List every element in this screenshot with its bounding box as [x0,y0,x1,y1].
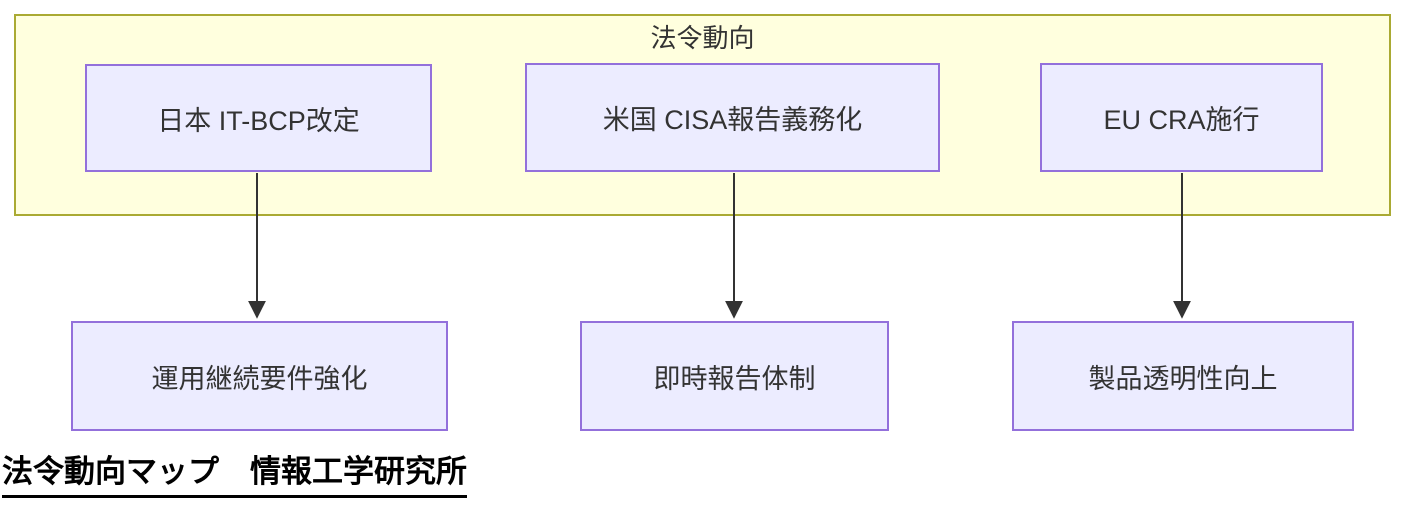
node-label: 運用継続要件強化 [151,363,368,394]
node-immediate-reporting: 即時報告体制 [580,321,889,431]
node-us-cisa-reporting: 米国 CISA報告義務化 [525,63,940,172]
node-eu-cra: EU CRA施行 [1040,63,1323,172]
node-label: 米国 CISA報告義務化 [602,105,863,135]
node-label: 即時報告体制 [653,363,816,394]
cluster-title: 法令動向 [650,23,755,53]
diagram-caption: 法令動向マップ 情報工学研究所 [2,452,467,498]
node-label: 製品透明性向上 [1088,363,1278,394]
node-product-transparency: 製品透明性向上 [1012,321,1354,431]
node-operational-continuity: 運用継続要件強化 [71,321,448,431]
node-label: 日本 IT-BCP改定 [157,105,360,136]
node-label: EU CRA施行 [1103,105,1260,135]
node-japan-it-bcp: 日本 IT-BCP改定 [85,64,432,172]
